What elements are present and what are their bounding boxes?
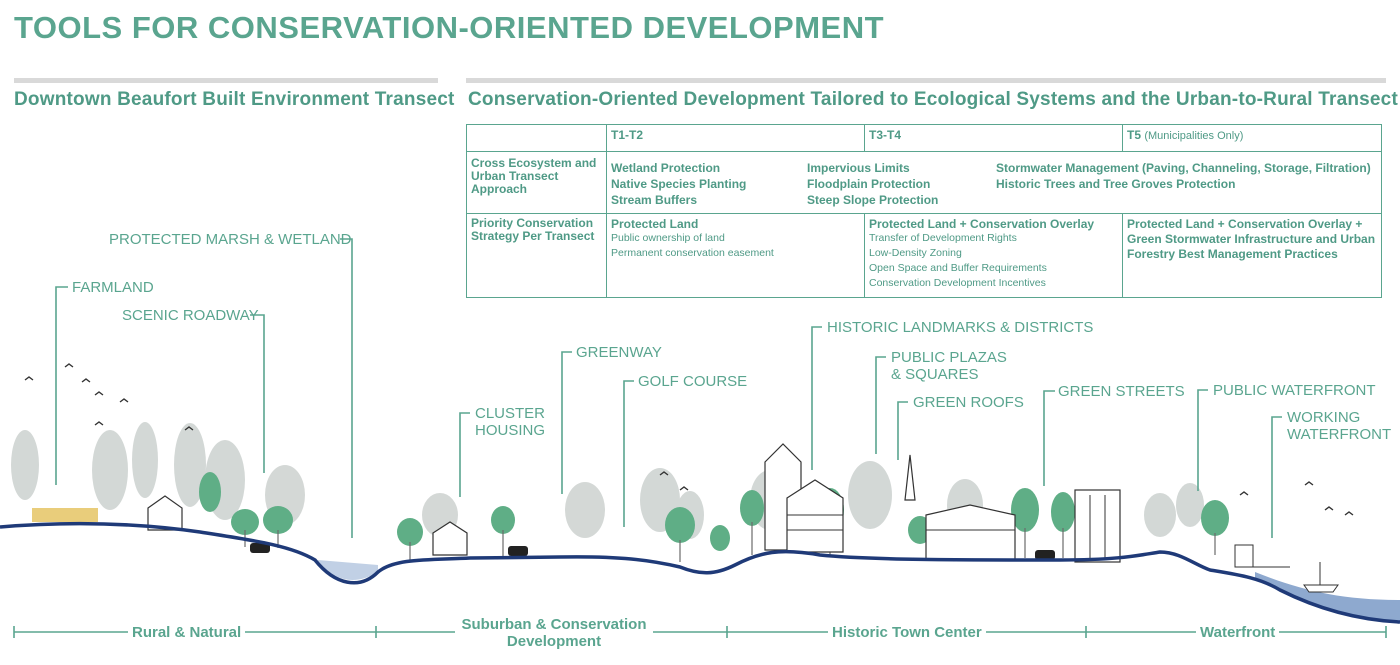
car-icon xyxy=(508,546,528,556)
building-details xyxy=(787,495,1290,568)
callout-leaders xyxy=(55,238,1282,538)
column-header-t5: T5 (Municipalities Only) xyxy=(1122,124,1382,152)
callout-line: CLUSTER xyxy=(475,405,546,422)
callout-line: HOUSING xyxy=(475,422,546,439)
approach-cell: Wetland Protection Native Species Planti… xyxy=(606,151,1382,214)
barn xyxy=(147,495,183,531)
birds xyxy=(24,363,1354,516)
callout-line: PUBLIC PLAZAS xyxy=(891,349,1007,366)
porch-building xyxy=(925,504,1016,561)
callout-line: WATERFRONT xyxy=(1287,426,1392,443)
list-item: Transfer of Development Rights xyxy=(869,232,1017,244)
callout-working-waterfront: WORKING WATERFRONT xyxy=(1287,409,1391,443)
callout-green-roofs: GREEN ROOFS xyxy=(913,394,1024,411)
table-corner-cell xyxy=(466,124,607,152)
callout-green-streets: GREEN STREETS xyxy=(1058,383,1185,400)
cluster-house xyxy=(432,521,468,556)
row-label-approach: Cross Ecosystem and Urban Transect Appro… xyxy=(466,151,607,214)
column-header-note: (Municipalities Only) xyxy=(1144,130,1244,142)
callout-golf-course: GOLF COURSE xyxy=(638,373,748,390)
approach-col-b: Impervious Limits Floodplain Protection … xyxy=(807,160,996,208)
zone-label-historic: Historic Town Center xyxy=(828,624,986,641)
row-label-strategy: Priority Conservation Strategy Per Trans… xyxy=(466,213,607,298)
list-item: Floodplain Protection xyxy=(807,177,931,191)
zone-label-line: Development xyxy=(506,633,602,650)
strategy-cell-t3-t4: Protected Land + Conservation Overlay Tr… xyxy=(864,213,1123,298)
page-title: TOOLS FOR CONSERVATION-ORIENTED DEVELOPM… xyxy=(14,10,885,45)
cars xyxy=(250,543,1055,560)
list-item: Public ownership of land xyxy=(611,232,725,244)
ground-line xyxy=(0,521,1400,624)
callout-line: & SQUARES xyxy=(891,366,979,383)
table-row-approach: Cross Ecosystem and Urban Transect Appro… xyxy=(466,151,1382,214)
farmland-crops xyxy=(32,508,98,522)
zone-label-rural: Rural & Natural xyxy=(128,624,246,641)
strategy-cell-t5: Protected Land + Conservation Overlay + … xyxy=(1122,213,1382,298)
list-item: Open Space and Buffer Requirements xyxy=(869,262,1047,274)
list-item: Wetland Protection xyxy=(611,161,721,175)
approach-col-a: Wetland Protection Native Species Planti… xyxy=(611,160,807,208)
strategy-heading: Protected Land + Conservation Overlay + … xyxy=(1127,217,1376,261)
list-item: Conservation Development Incentives xyxy=(869,277,1046,289)
car-icon xyxy=(1035,550,1055,560)
column-header-t3-t4: T3-T4 xyxy=(864,124,1123,152)
zone-label-line: Suburban & Conservation xyxy=(461,616,647,633)
list-item: Steep Slope Protection xyxy=(807,193,939,207)
church-steeple xyxy=(904,454,916,501)
table-header-row: T1-T2 T3-T4 T5 (Municipalities Only) xyxy=(466,124,1382,152)
tools-table: T1-T2 T3-T4 T5 (Municipalities Only) Cro… xyxy=(466,124,1382,298)
left-divider xyxy=(14,78,438,83)
callout-cluster-housing: CLUSTER HOUSING xyxy=(475,405,545,439)
commercial-building xyxy=(1074,489,1121,563)
historic-house xyxy=(786,479,844,553)
right-divider xyxy=(466,78,1386,83)
boat xyxy=(1303,584,1339,593)
list-item: Historic Trees and Tree Groves Protectio… xyxy=(996,177,1236,191)
list-item: Native Species Planting xyxy=(611,177,747,191)
table-row-strategy: Priority Conservation Strategy Per Trans… xyxy=(466,213,1382,298)
callout-historic-landmarks: HISTORIC LANDMARKS & DISTRICTS xyxy=(827,319,1094,336)
zone-label-waterfront: Waterfront xyxy=(1196,624,1280,641)
list-item: Permanent conservation easement xyxy=(611,247,774,259)
list-item: Stream Buffers xyxy=(611,193,698,207)
marsh-water xyxy=(318,560,378,580)
callout-public-waterfront: PUBLIC WATERFRONT xyxy=(1213,382,1376,399)
callout-greenway: GREENWAY xyxy=(576,344,662,361)
harbor-water xyxy=(1255,572,1400,622)
approach-col-c: Stormwater Management (Paving, Channelin… xyxy=(996,160,1371,208)
column-header-t1-t2: T1-T2 xyxy=(606,124,865,152)
callout-public-plazas: PUBLIC PLAZAS & SQUARES xyxy=(891,349,1007,383)
list-item: Stormwater Management (Paving, Channelin… xyxy=(996,161,1371,175)
callout-scenic-roadway: SCENIC ROADWAY xyxy=(122,307,259,324)
callout-farmland: FARMLAND xyxy=(72,279,154,296)
buildings xyxy=(147,443,1121,563)
callout-line: WORKING xyxy=(1287,409,1361,426)
strategy-cell-t1-t2: Protected Land Public ownership of land … xyxy=(606,213,865,298)
strategy-heading: Protected Land xyxy=(611,217,699,231)
callout-protected-marsh: PROTECTED MARSH & WETLAND xyxy=(109,231,352,248)
list-item: Impervious Limits xyxy=(807,161,910,175)
right-section-title: Conservation-Oriented Development Tailor… xyxy=(468,89,1398,110)
car-icon xyxy=(250,543,270,553)
zone-label-suburban: Suburban & Conservation Development xyxy=(455,616,653,650)
list-item: Low-Density Zoning xyxy=(869,247,962,259)
left-section-title: Downtown Beaufort Built Environment Tran… xyxy=(14,89,455,110)
strategy-heading: Protected Land + Conservation Overlay xyxy=(869,217,1095,231)
